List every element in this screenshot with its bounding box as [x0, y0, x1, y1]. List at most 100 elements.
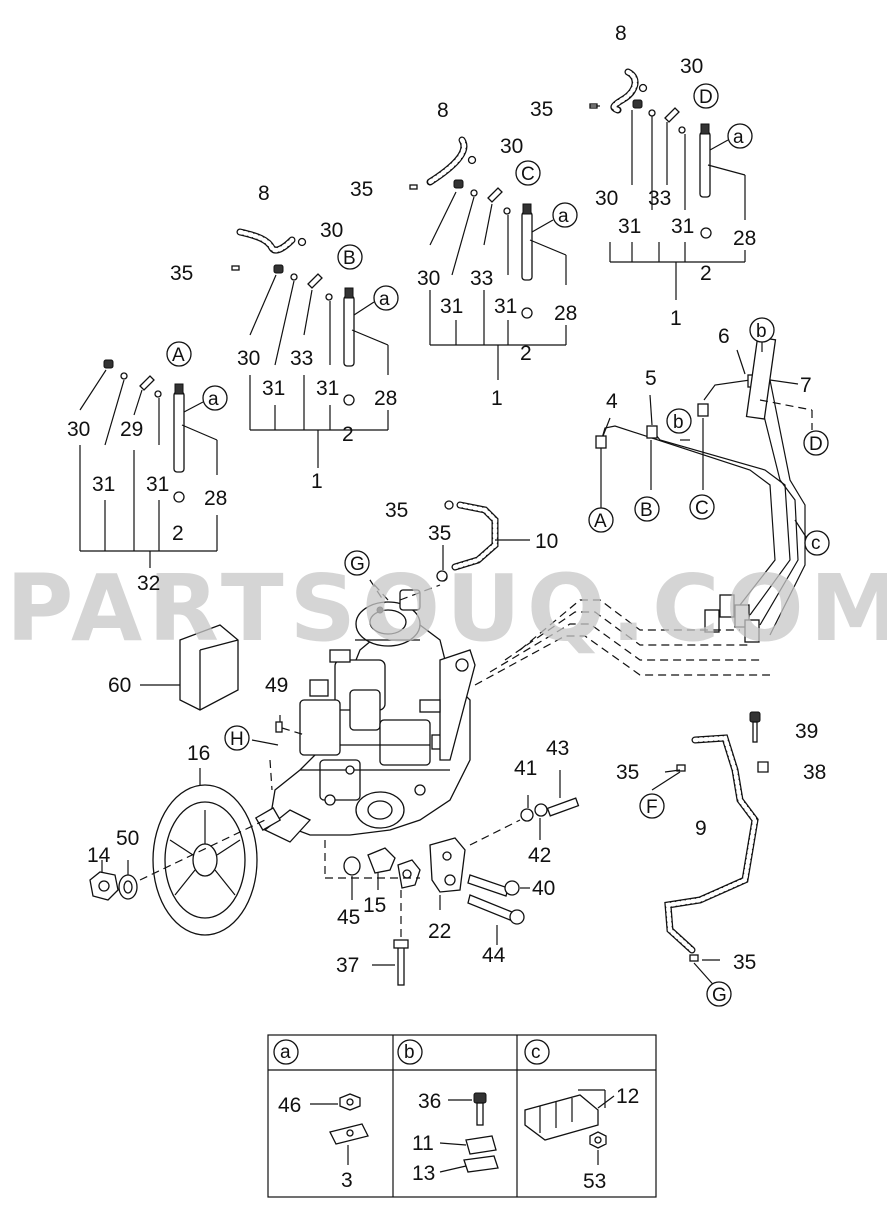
- callout-B-injector: B: [343, 248, 356, 269]
- callout-42: 42: [528, 844, 551, 867]
- callout-10: 10: [535, 530, 558, 553]
- callout-2-b: 2: [342, 423, 354, 446]
- letter-callout-circles: [224, 317, 830, 1007]
- callout-15: 15: [363, 894, 386, 917]
- callout-B-pipe: B: [640, 500, 653, 521]
- injector-group-d: [589, 68, 753, 300]
- callout-28-c: 28: [554, 302, 577, 325]
- callout-43: 43: [546, 737, 569, 760]
- callout-b-lower: b: [673, 412, 684, 433]
- detail-table: a b c 46 3 36 11 13 12 53: [267, 1034, 657, 1198]
- injector-group-b: [231, 228, 399, 468]
- callout-33-c: 33: [470, 267, 493, 290]
- callout-9: 9: [695, 817, 707, 840]
- callout-60: 60: [108, 674, 131, 697]
- callout-41: 41: [514, 757, 537, 780]
- callout-7: 7: [800, 374, 812, 397]
- callout-1-b: 1: [311, 470, 323, 493]
- callout-33-d: 33: [648, 187, 671, 210]
- callout-32: 32: [137, 572, 160, 595]
- detail-callout-53: 53: [583, 1170, 606, 1193]
- callout-50: 50: [116, 827, 139, 850]
- callout-31-c-a: 31: [440, 295, 463, 318]
- callout-30-a: 30: [67, 418, 90, 441]
- callout-8-b: 8: [258, 182, 270, 205]
- callout-22: 22: [428, 920, 451, 943]
- callout-a-c: a: [558, 206, 569, 227]
- callout-A-pipe: A: [594, 511, 607, 532]
- timing-gear-and-hardware: [89, 570, 580, 986]
- callout-29: 29: [120, 418, 143, 441]
- callout-G-hose: G: [712, 985, 727, 1006]
- injector-group-c: [409, 136, 578, 380]
- watermark: PARTSOUQ.COM: [6, 555, 887, 662]
- callout-31-d-a: 31: [618, 215, 641, 238]
- callout-39: 39: [795, 720, 818, 743]
- callout-40: 40: [532, 877, 555, 900]
- callout-1-d: 1: [670, 307, 682, 330]
- callout-37: 37: [336, 954, 359, 977]
- detail-header-c: c: [531, 1042, 541, 1063]
- callout-30-d-top: 30: [680, 55, 703, 78]
- callout-C-pipe: C: [695, 498, 709, 519]
- detail-callout-46: 46: [278, 1094, 301, 1117]
- detail-callout-3: 3: [341, 1169, 353, 1192]
- injection-pump-body: [254, 579, 476, 843]
- callout-49: 49: [265, 674, 288, 697]
- callout-28-d: 28: [733, 227, 756, 250]
- callout-31-a-b: 31: [146, 473, 169, 496]
- callout-6: 6: [718, 325, 730, 348]
- callout-14: 14: [87, 844, 111, 867]
- callout-28-b: 28: [374, 387, 397, 410]
- callout-35-hose9-bottom: 35: [733, 951, 756, 974]
- injection-pipes: [474, 336, 813, 686]
- callout-38: 38: [803, 761, 826, 784]
- callout-35-hose10-bottom: 35: [428, 522, 451, 545]
- callout-33-b: 33: [290, 347, 313, 370]
- callout-35-hose9-top: 35: [616, 761, 639, 784]
- callout-c-pipe: c: [811, 533, 821, 554]
- callout-C-injector: C: [521, 164, 535, 185]
- callout-31-c-b: 31: [494, 295, 517, 318]
- detail-callout-36: 36: [418, 1090, 441, 1113]
- callout-1-c: 1: [491, 387, 503, 410]
- callout-4: 4: [606, 390, 618, 413]
- callout-D-pipe: D: [809, 434, 823, 455]
- callout-2-a: 2: [172, 522, 184, 545]
- callout-a-d: a: [733, 127, 744, 148]
- callout-30-b-top: 30: [320, 219, 343, 242]
- callout-a-b: a: [379, 289, 390, 310]
- callout-5: 5: [645, 367, 657, 390]
- callout-35-hose10-top: 35: [385, 499, 408, 522]
- callout-30-c: 30: [417, 267, 440, 290]
- callout-35-d: 35: [530, 98, 553, 121]
- callout-8-c: 8: [437, 99, 449, 122]
- callout-labels: 8 30 35 D a 30 33 31 31 28 2 1 8 30 35 C…: [67, 22, 826, 1006]
- callout-a-a: a: [208, 389, 219, 410]
- callout-30-c-top: 30: [500, 135, 523, 158]
- callout-30-d: 30: [595, 187, 618, 210]
- callout-44: 44: [482, 944, 506, 967]
- callout-F: F: [646, 797, 658, 818]
- callout-31-d-b: 31: [671, 215, 694, 238]
- callout-A-injector: A: [172, 345, 185, 366]
- callout-45: 45: [337, 906, 360, 929]
- callout-16: 16: [187, 742, 210, 765]
- callout-b-upper: b: [756, 321, 767, 342]
- callout-35-b: 35: [170, 262, 193, 285]
- callout-31-b-b: 31: [316, 377, 339, 400]
- callout-28-a: 28: [204, 487, 227, 510]
- callout-31-b-a: 31: [262, 377, 285, 400]
- callout-G-pump: G: [350, 554, 365, 575]
- injector-group-a: [79, 341, 228, 568]
- callout-35-c: 35: [350, 178, 373, 201]
- callout-H: H: [230, 729, 244, 750]
- callout-8-d: 8: [615, 22, 627, 45]
- detail-header-b: b: [404, 1042, 415, 1063]
- callout-2-d: 2: [700, 262, 712, 285]
- detail-callout-12: 12: [616, 1085, 639, 1108]
- callout-2-c: 2: [520, 342, 532, 365]
- callout-30-b: 30: [237, 347, 260, 370]
- detail-callout-13: 13: [412, 1162, 435, 1185]
